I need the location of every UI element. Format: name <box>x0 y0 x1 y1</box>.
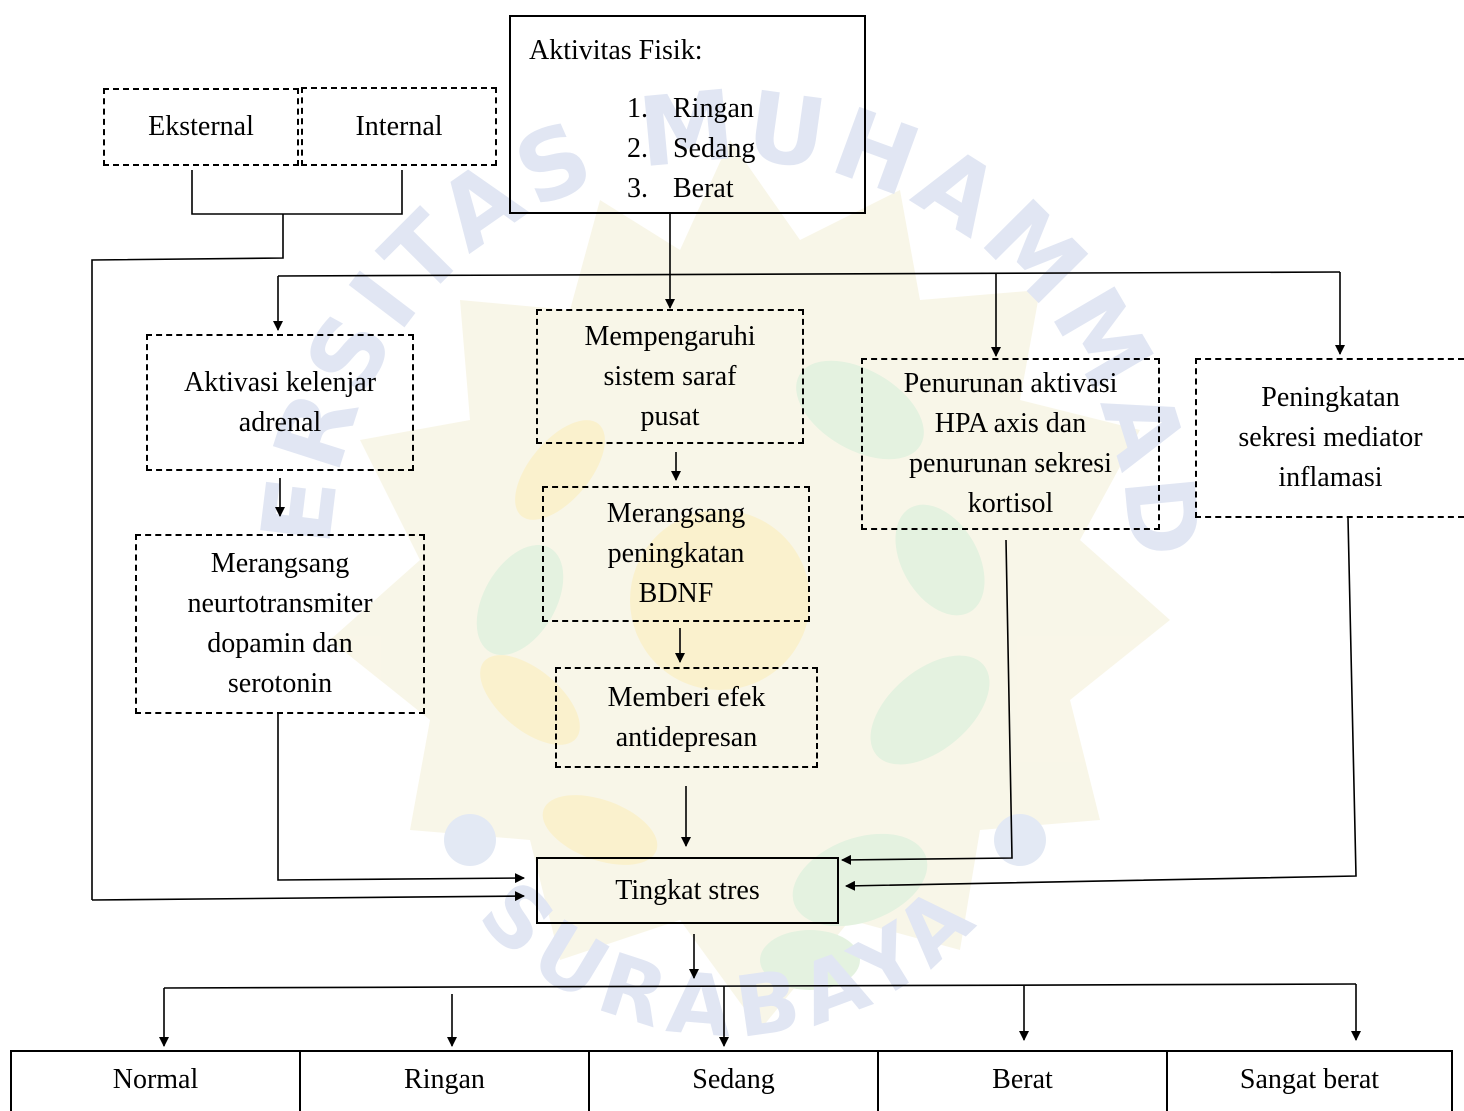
external-factor-box: Eksternal <box>103 88 299 166</box>
internal-factor-label: Internal <box>355 110 443 142</box>
inflammation-to-stress-line <box>845 517 1357 891</box>
bdnf-label: Merangsang peningkatan BDNF <box>606 498 746 609</box>
level-ringan-box: Ringan <box>299 1050 590 1111</box>
activity-item: 2.Sedang <box>627 133 756 164</box>
factors-to-stress-arrow <box>91 891 525 902</box>
level-sedang-label: Sedang <box>692 1064 775 1095</box>
watermark-laurel <box>476 360 990 990</box>
level-sedang-box: Sedang <box>588 1050 879 1111</box>
physical-activity-box: Aktivitas Fisik: 1.Ringan 2.Sedang 3.Ber… <box>509 15 866 214</box>
hpa-axis-box: Penurunan aktivasi HPA axis dan penuruna… <box>861 358 1160 530</box>
physical-activity-list: 1.Ringan 2.Sedang 3.Berat <box>529 89 755 209</box>
physical-activity-title: Aktivitas Fisik: <box>529 35 703 66</box>
internal-factor-box: Internal <box>301 87 497 166</box>
bdnf-box: Merangsang peningkatan BDNF <box>542 486 810 622</box>
external-factor-label: Eksternal <box>148 111 254 142</box>
adrenal-activation-box: Aktivasi kelenjar adrenal <box>146 334 414 471</box>
hpa-axis-label: Penurunan aktivasi HPA axis dan penuruna… <box>903 368 1118 519</box>
adrenal-activation-label: Aktivasi kelenjar adrenal <box>183 366 377 438</box>
antidepressant-label: Memberi efek antidepresan <box>607 681 766 753</box>
stress-level-label: Tingkat stres <box>615 874 760 906</box>
level-berat-label: Berat <box>992 1064 1053 1095</box>
neurotransmitter-label: Merangsang neurtotransmiter dopamin dan … <box>187 548 373 699</box>
level-normal-label: Normal <box>112 1064 199 1095</box>
antidepressant-box: Memberi efek antidepresan <box>555 667 818 768</box>
activity-distribution-bus <box>277 271 1341 277</box>
level-sangat-berat-box: Sangat berat <box>1166 1050 1453 1111</box>
neurotransmitter-box: Merangsang neurtotransmiter dopamin dan … <box>135 534 425 714</box>
hpa-to-stress-line <box>841 539 1013 865</box>
inflammation-mediator-box: Peningkatan sekresi mediator inflamasi <box>1195 358 1464 518</box>
levels-distribution-bus <box>163 983 1357 989</box>
watermark-yellow-laurel <box>480 420 810 865</box>
cns-box: Mempengaruhi sistem saraf pusat <box>536 309 804 444</box>
cns-label: Mempengaruhi sistem saraf pusat <box>584 320 756 432</box>
level-normal-box: Normal <box>10 1050 301 1111</box>
factors-merge-line <box>91 170 403 900</box>
level-sangat-berat-label: Sangat berat <box>1239 1064 1380 1095</box>
inflammation-mediator-label: Peningkatan sekresi mediator inflamasi <box>1238 382 1423 493</box>
activity-item: 1.Ringan <box>627 93 754 124</box>
level-berat-box: Berat <box>877 1050 1168 1111</box>
neuro-to-stress-line <box>277 714 525 884</box>
level-ringan-label: Ringan <box>404 1064 485 1095</box>
stress-level-box: Tingkat stres <box>536 857 839 924</box>
watermark-dots <box>444 814 1046 866</box>
activity-item: 3.Berat <box>627 173 734 204</box>
